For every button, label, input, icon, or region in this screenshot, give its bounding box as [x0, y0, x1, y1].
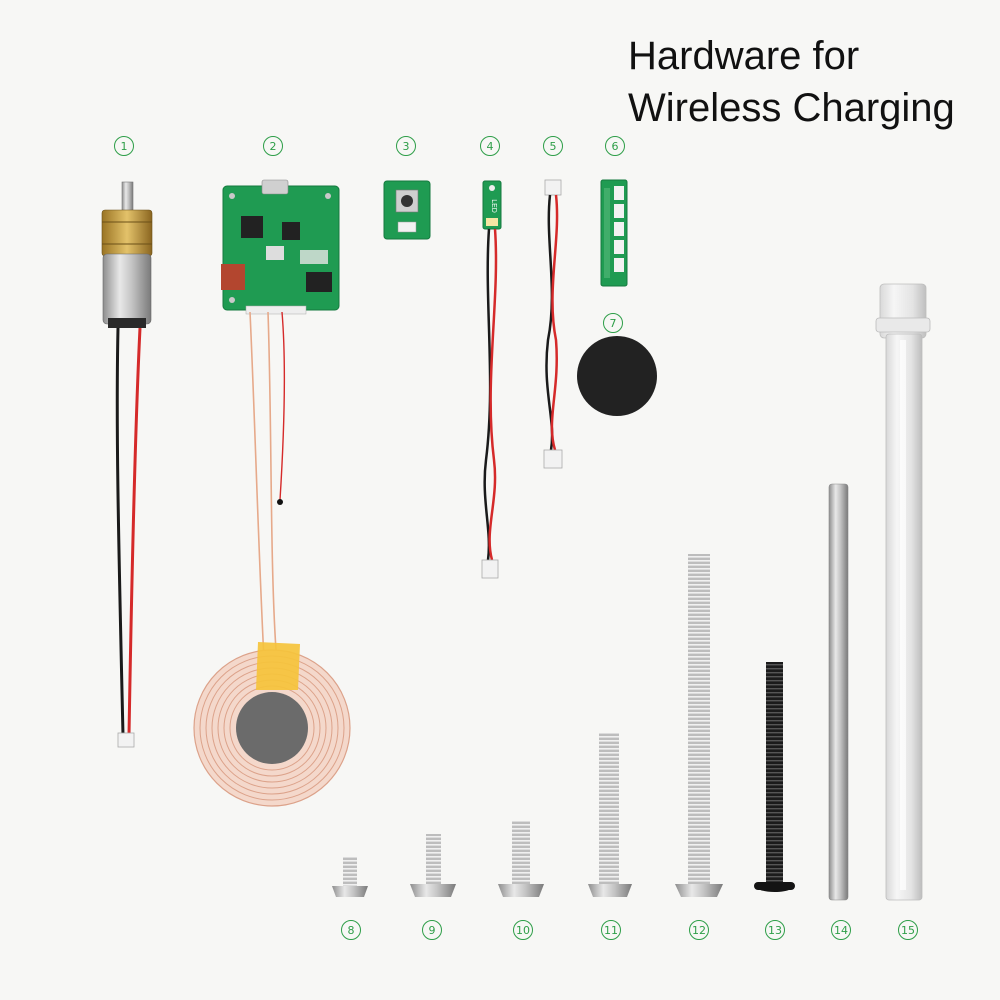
steel-rod [828, 483, 849, 901]
item-label-11: 11 [601, 920, 621, 940]
item-label-10: 10 [513, 920, 533, 940]
screw-12 [675, 554, 723, 897]
item-label-6: 6 [605, 136, 625, 156]
item-label-5: 5 [543, 136, 563, 156]
item-label-15: 15 [898, 920, 918, 940]
charging-board [221, 179, 340, 661]
item-label-8: 8 [341, 920, 361, 940]
item-label-2: 2 [263, 136, 283, 156]
item-label-9: 9 [422, 920, 442, 940]
item-label-14: 14 [831, 920, 851, 940]
item-label-13: 13 [765, 920, 785, 940]
black-screw [754, 662, 795, 892]
page-title: Hardware for Wireless Charging [628, 30, 998, 134]
led-strip-board [600, 179, 628, 287]
black-foam-pad [577, 336, 657, 416]
led-pcb-label: LED [490, 199, 497, 213]
title-line-1: Hardware for [628, 34, 860, 78]
screw-9 [410, 834, 456, 897]
acrylic-tube [875, 283, 931, 901]
gear-motor [101, 181, 153, 748]
screw-10 [498, 821, 544, 897]
item-label-7: 7 [603, 313, 623, 333]
screw-8 [332, 857, 368, 897]
item-label-4: 4 [480, 136, 500, 156]
item-label-1: 1 [114, 136, 134, 156]
item-label-12: 12 [689, 920, 709, 940]
wireless-coil [193, 642, 351, 807]
item-label-3: 3 [396, 136, 416, 156]
screw-11 [588, 733, 632, 897]
twisted-cable [543, 179, 563, 469]
title-line-2: Wireless Charging [628, 86, 955, 130]
button-board [383, 180, 431, 240]
led-module: LED [481, 180, 502, 579]
